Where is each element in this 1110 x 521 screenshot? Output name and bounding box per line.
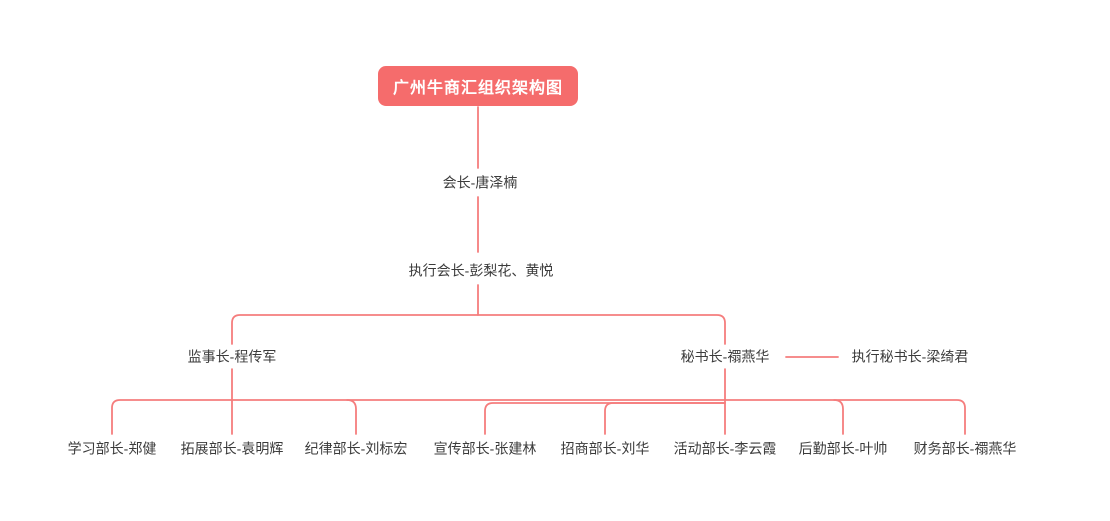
node-dept-discipline[interactable]: 纪律部长-刘标宏 (299, 438, 413, 460)
node-dept-study[interactable]: 学习部长-郑健 (62, 438, 162, 460)
node-dept-logistics[interactable]: 后勤部长-叶帅 (793, 438, 893, 460)
node-dept-publicity[interactable]: 宣传部长-张建林 (428, 438, 542, 460)
node-dept-investment[interactable]: 招商部长-刘华 (555, 438, 655, 460)
connector-level3-bracket (231, 314, 726, 345)
node-root[interactable]: 广州牛商汇组织架构图 (378, 66, 578, 106)
connector-drop-discipline (346, 399, 357, 435)
connector-elbow-investment (604, 402, 726, 435)
connector-drop-logistics (833, 399, 844, 435)
node-dept-expansion[interactable]: 拓展部长-袁明辉 (175, 438, 289, 460)
node-supervisor[interactable]: 监事长-程传军 (182, 346, 282, 368)
connector-elbow-publicity (484, 402, 726, 435)
node-dept-activity[interactable]: 活动部长-李云霞 (668, 438, 782, 460)
node-exec-president[interactable]: 执行会长-彭梨花、黄悦 (403, 260, 559, 282)
connector-departments-bracket (111, 399, 966, 435)
node-secretary-general[interactable]: 秘书长-禤燕华 (675, 346, 775, 368)
node-dept-finance[interactable]: 财务部长-禤燕华 (908, 438, 1022, 460)
node-exec-secretary[interactable]: 执行秘书长-梁绮君 (846, 346, 974, 368)
node-president[interactable]: 会长-唐泽楠 (437, 172, 523, 194)
